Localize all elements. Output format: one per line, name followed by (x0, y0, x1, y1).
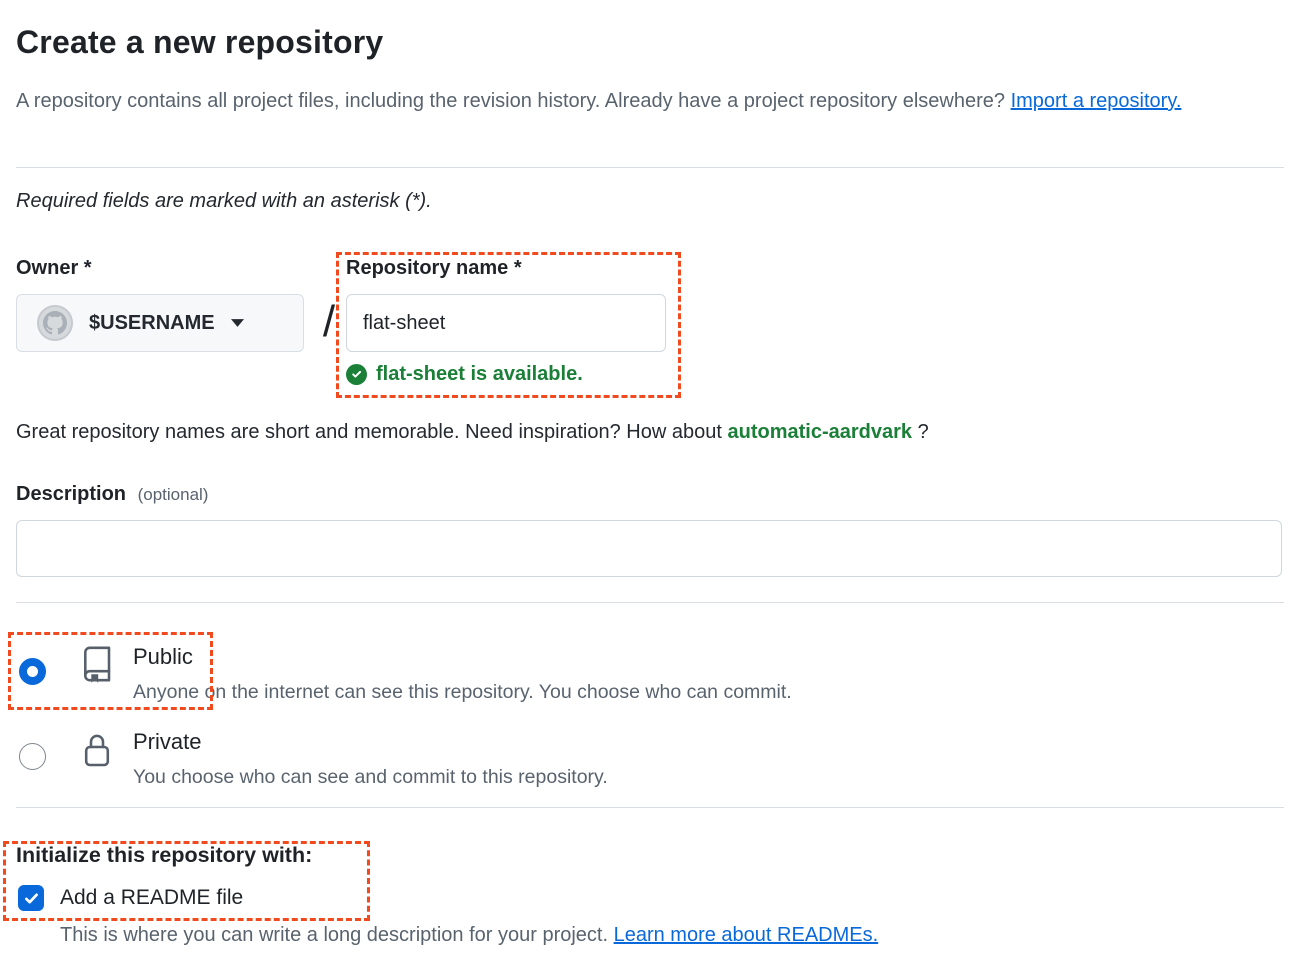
owner-label: Owner * (16, 257, 92, 279)
description-input[interactable] (16, 520, 1282, 577)
divider (16, 167, 1284, 168)
divider (16, 602, 1284, 603)
owner-dropdown-button[interactable]: $USERNAME (16, 294, 304, 352)
public-option-label[interactable]: Public (133, 644, 193, 669)
hint-text-suffix: ? (912, 421, 929, 443)
description-label: Description (16, 483, 127, 505)
learn-more-readmes-link[interactable]: Learn more about READMEs. (613, 924, 879, 946)
page-title: Create a new repository (16, 24, 384, 60)
repo-book-icon (79, 642, 115, 686)
readme-help-body: This is where you can write a long descr… (60, 924, 614, 946)
octocat-avatar-icon (37, 305, 73, 341)
name-inspiration-hint: Great repository names are short and mem… (16, 421, 929, 444)
availability-message: flat-sheet is available. (346, 363, 583, 386)
availability-text: flat-sheet is available. (376, 363, 583, 385)
readme-help-text: This is where you can write a long descr… (60, 924, 878, 947)
owner-repo-separator: / (322, 297, 336, 346)
divider (16, 807, 1284, 808)
repository-name-input[interactable] (346, 294, 666, 352)
repository-name-label: Repository name * (346, 257, 522, 279)
description-label-row: Description (optional) (16, 483, 208, 506)
intro-text-body: A repository contains all project files,… (16, 90, 1011, 112)
suggested-repo-name: automatic-aardvark (727, 421, 913, 443)
private-radio[interactable] (19, 743, 46, 770)
add-readme-checkbox[interactable] (18, 885, 44, 911)
add-readme-label[interactable]: Add a README file (60, 886, 244, 909)
lock-icon (79, 728, 115, 772)
owner-selected-value: $USERNAME (89, 311, 215, 334)
checkmark-icon (23, 890, 40, 907)
private-option-description: You choose who can see and commit to thi… (133, 766, 608, 788)
initialize-section-heading: Initialize this repository with: (16, 843, 313, 867)
description-optional-note: (optional) (137, 485, 209, 504)
import-repository-link[interactable]: Import a repository. (1010, 90, 1182, 112)
required-fields-note: Required fields are marked with an aster… (16, 190, 432, 212)
check-circle-icon (346, 364, 367, 385)
public-option-description: Anyone on the internet can see this repo… (133, 681, 792, 703)
intro-text: A repository contains all project files,… (16, 82, 1206, 120)
hint-text: Great repository names are short and mem… (16, 421, 728, 443)
caret-down-icon (230, 319, 244, 327)
private-option-label[interactable]: Private (133, 729, 202, 754)
public-radio[interactable] (19, 658, 46, 685)
